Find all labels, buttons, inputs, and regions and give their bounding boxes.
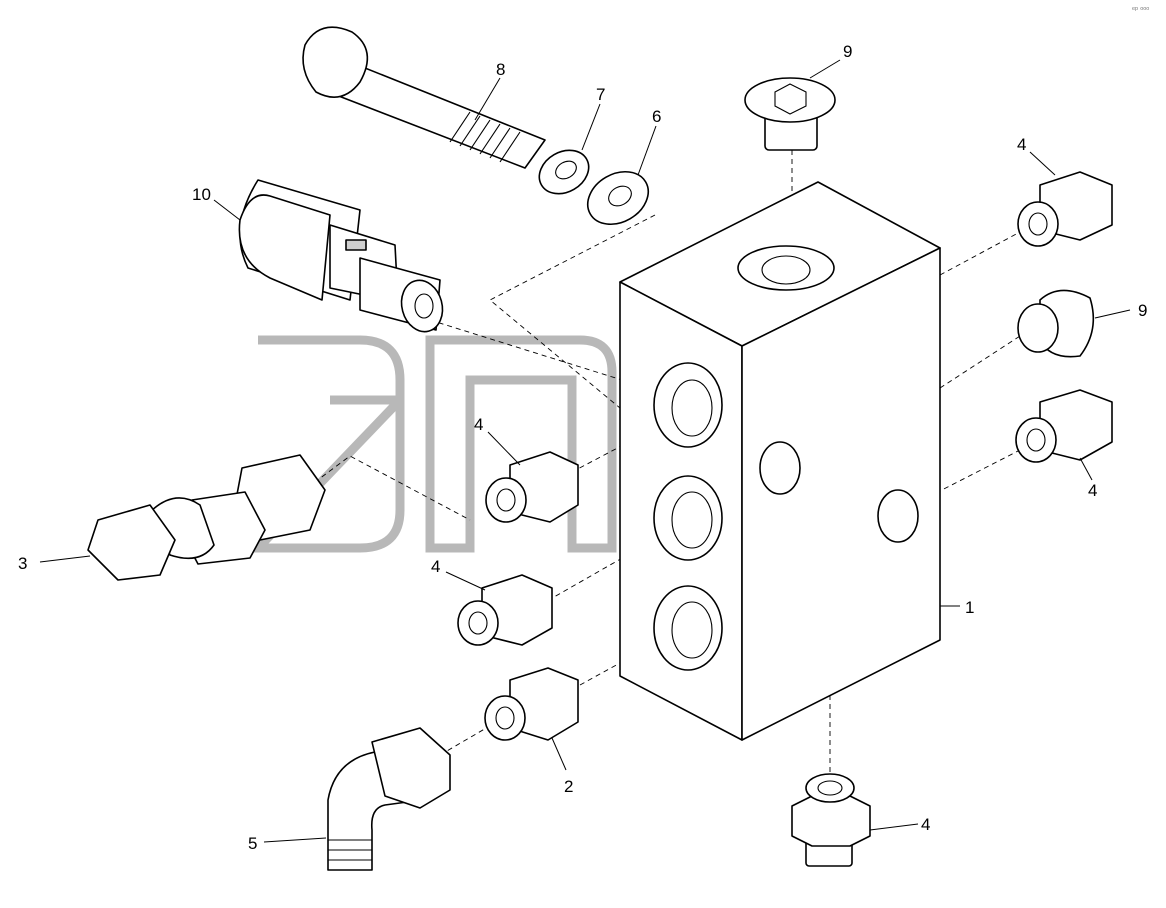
fitting-middle-right [1015,389,1113,463]
elbow-fitting [327,727,451,871]
callout-3: 3 [18,554,27,573]
callout-labels: 8 7 6 9 10 4 9 4 4 3 4 1 2 5 4 [18,42,1147,853]
leader-lines [39,59,1131,843]
corner-mark: ᵉᵖ ᵒᵒᵒ [1132,5,1149,14]
washer-small [538,149,590,195]
callout-4-upper-right: 4 [1017,135,1026,154]
callout-9-right: 9 [1138,301,1147,320]
pressure-sensor [238,179,444,333]
fitting-bottom-right [791,773,871,867]
callout-2: 2 [564,777,573,796]
bolt [302,26,546,169]
callout-4-bottom-right: 4 [921,815,930,834]
callout-4-center: 4 [474,415,483,434]
callout-10: 10 [192,185,211,204]
callout-4-lower-left: 4 [431,557,440,576]
callout-8: 8 [496,60,505,79]
callout-7: 7 [596,85,605,104]
callout-5: 5 [248,834,257,853]
fitting-upper-right [1017,171,1113,247]
fitting-bottom-center [484,667,579,741]
valve-block [619,181,941,741]
callout-1: 1 [965,598,974,617]
plug-right [1017,289,1095,358]
swivel-adapter [87,454,326,581]
fitting-lower-left [457,574,553,646]
callout-6: 6 [652,107,661,126]
callout-9-top: 9 [843,42,852,61]
fitting-center [485,451,579,523]
plug-top [744,77,836,151]
washer-large [587,170,649,226]
callout-4-middle-right: 4 [1088,481,1097,500]
